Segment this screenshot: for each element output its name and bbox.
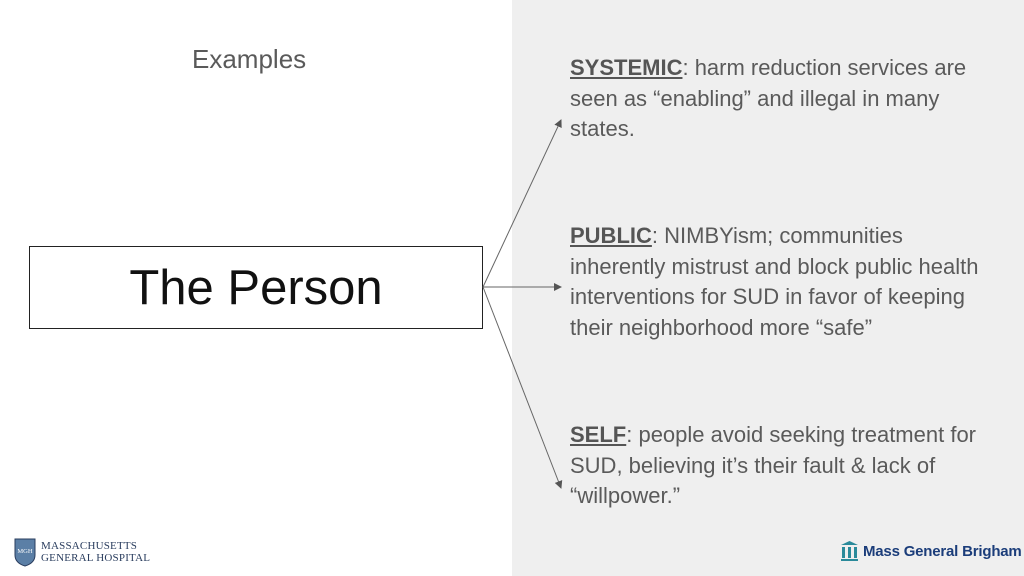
self-item: SELF: people avoid seeking treatment for…	[570, 420, 990, 512]
systemic-text: : harm reduction services are seen as “e…	[570, 55, 967, 141]
center-label: The Person	[129, 260, 383, 315]
mgb-wordmark: Mass General Brigham	[863, 542, 1022, 560]
mgh-line1: MASSACHUSETTS	[41, 540, 138, 552]
center-box: The Person	[29, 246, 483, 329]
mgh-line2: GENERAL HOSPITAL	[41, 551, 151, 564]
shield-text: MGH	[17, 548, 32, 555]
arrow-to-self	[482, 286, 563, 489]
public-text: : NIMBYism; communities inherently mistr…	[570, 223, 979, 340]
mgb-logo: Mass General Brigham	[840, 540, 1022, 562]
arrow-to-systemic	[482, 119, 562, 288]
self-text: : people avoid seeking treatment for SUD…	[570, 422, 976, 508]
public-item: PUBLIC: NIMBYism; communities inherently…	[570, 221, 990, 343]
right-panel	[512, 0, 1024, 576]
mgh-shield-icon: MGH	[14, 538, 36, 567]
systemic-item: SYSTEMIC: harm reduction services are se…	[570, 53, 990, 145]
section-heading: Examples	[192, 44, 307, 74]
systemic-term: SYSTEMIC	[570, 55, 683, 80]
mgb-pillars-icon	[841, 541, 858, 561]
public-term: PUBLIC	[570, 223, 652, 248]
self-term: SELF	[570, 422, 627, 447]
mgh-logo: MGH MASSACHUSETTS GENERAL HOSPITAL	[14, 538, 150, 567]
